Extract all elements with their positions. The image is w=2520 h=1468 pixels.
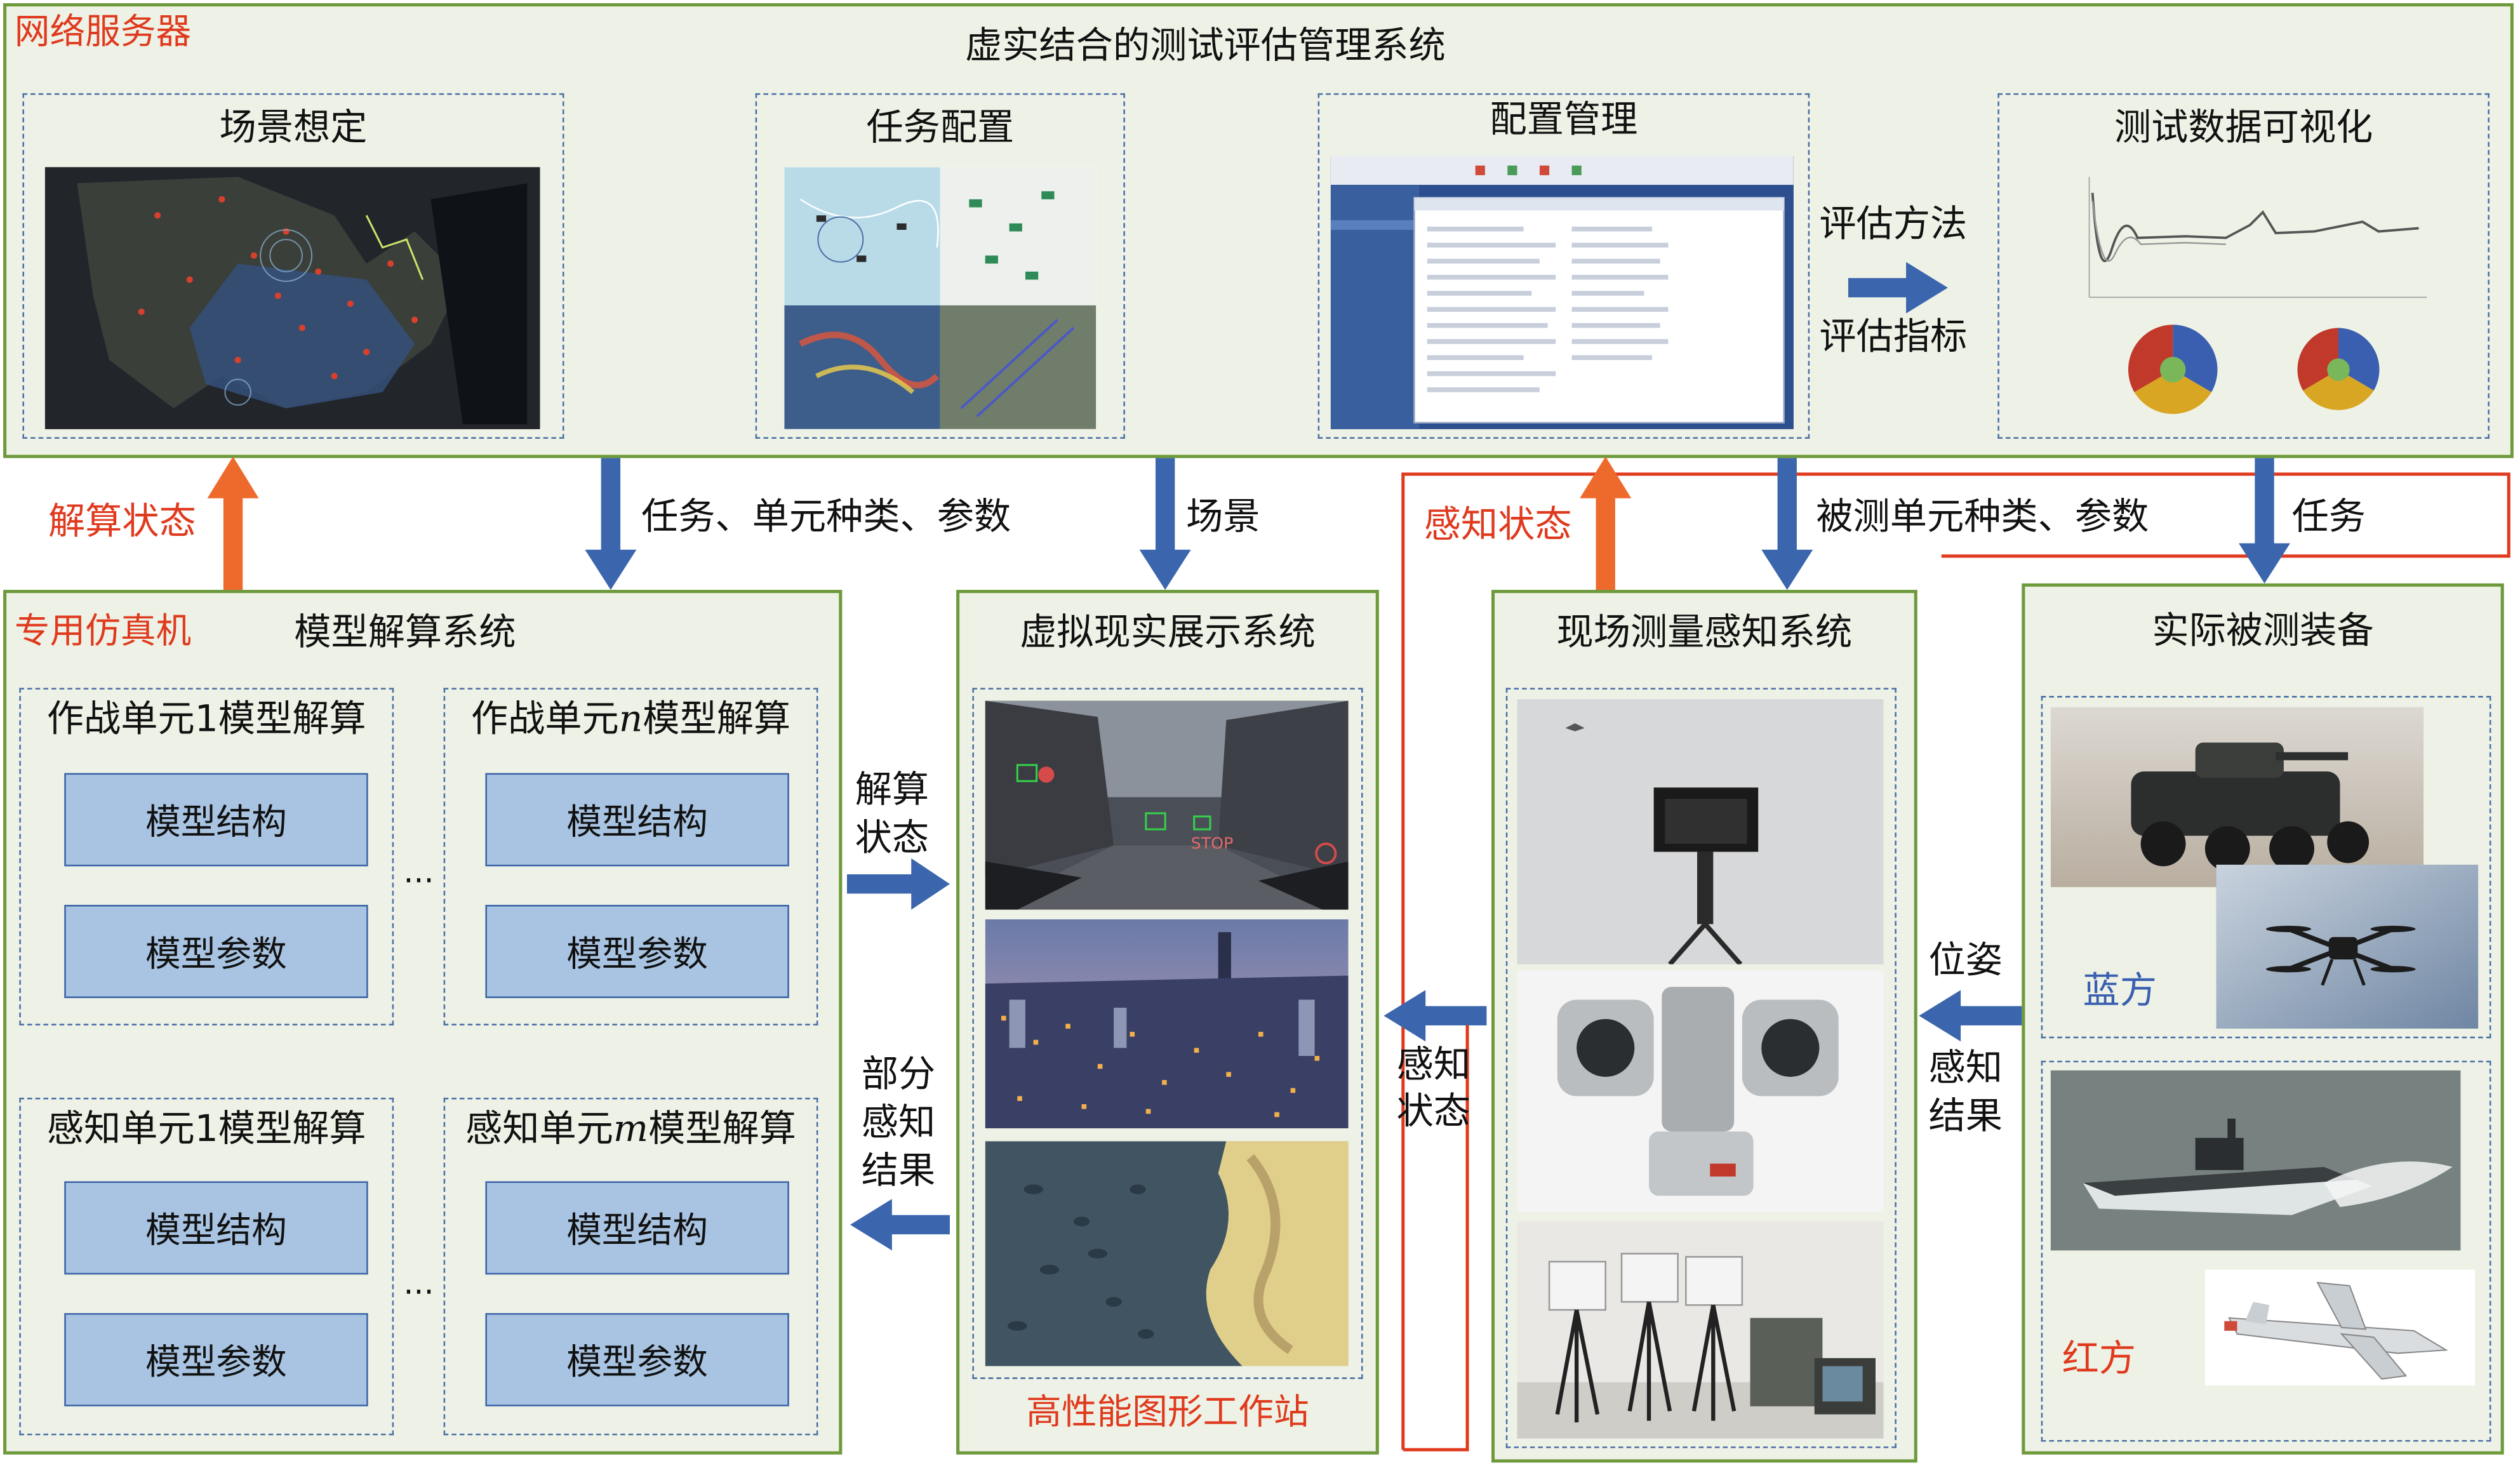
solve-arrow-label-2: 状态: [855, 818, 930, 860]
perception-arrow-label-1: 感知: [1396, 1044, 1471, 1087]
scene-down-arrow: [1139, 458, 1191, 590]
perception-up-arrow: [1580, 456, 1632, 590]
tested-params-label: 被测单元种类、参数: [1816, 497, 2149, 538]
sense-unit-m-params: 模型参数: [485, 1313, 789, 1406]
solve-state-label: 解算状态: [48, 501, 196, 544]
perception-arrow-label-2: 状态: [1396, 1091, 1471, 1133]
sense-unit-m-title: 感知单元m模型解算: [444, 1109, 818, 1152]
network-server-label: 网络服务器: [14, 13, 192, 53]
task-arrow-label: 任务: [2291, 497, 2366, 538]
combat-unit-1-params: 模型参数: [64, 905, 368, 998]
test-vis-image: [2073, 161, 2443, 426]
main-title: 虚实结合的测试评估管理系统: [965, 25, 1446, 68]
combat-unit-n-box: [443, 688, 818, 1025]
sense-result-label-2: 结果: [1928, 1096, 2003, 1138]
unmanned-boat-image: [2050, 1070, 2461, 1251]
task-config-panel: [755, 93, 1125, 439]
combat-ellipsis: ...: [403, 851, 434, 891]
scene-map-image: [44, 167, 540, 429]
vr-city-image: [985, 919, 1349, 1128]
scene-title: 场景想定: [219, 107, 368, 150]
combat-unit-n-structure: 模型结构: [485, 773, 789, 867]
combat-unit-n-var: n: [618, 699, 643, 741]
config-mgmt-panel: [1317, 93, 1810, 439]
vr-images-frame: [972, 688, 1363, 1379]
uav-missile-image: [2204, 1269, 2476, 1385]
pose-label: 位姿: [1928, 940, 2003, 982]
partial-label-3: 结果: [861, 1151, 936, 1193]
task-config-image: [784, 167, 1097, 429]
vr-street-image: STOP: [985, 700, 1349, 910]
config-software-screenshot: [1330, 156, 1794, 429]
perception-left-arrow: [1383, 990, 1487, 1042]
combat-unit-n-prefix: 作战单元: [470, 699, 619, 741]
solve-to-vr-arrow: [846, 858, 950, 910]
eval-index-label: 评估指标: [1819, 316, 1968, 359]
sense-unit-1-params: 模型参数: [64, 1313, 368, 1406]
sense-unit-m-suffix: 模型解算: [648, 1109, 796, 1151]
combat-unit-1-box: [19, 688, 394, 1025]
partial-label-1: 部分: [861, 1054, 936, 1097]
red-perception-loop: [1401, 472, 2510, 1450]
drone-image: [2216, 864, 2479, 1029]
workstation-label: 高性能图形工作站: [1026, 1393, 1309, 1434]
red-side-label: 红方: [2062, 1338, 2137, 1381]
sense-unit-1-box: [19, 1097, 394, 1436]
perception-state-label: 感知状态: [1423, 504, 1572, 547]
vr-display-title: 虚拟现实展示系统: [1020, 612, 1316, 655]
sense-unit-m-box: [443, 1097, 818, 1436]
eval-method-label: 评估方法: [1819, 204, 1968, 246]
field-measure-title: 现场测量感知系统: [1556, 612, 1853, 655]
sense-unit-m-prefix: 感知单元: [465, 1109, 613, 1151]
test-vis-title: 测试数据可视化: [2114, 107, 2373, 150]
task-params-label: 任务、单元种类、参数: [641, 497, 1011, 538]
scene-panel: [22, 93, 564, 439]
red-side-frame: [2041, 1060, 2491, 1442]
partial-label-2: 感知: [861, 1102, 936, 1145]
radar-device-image: [1517, 699, 1884, 964]
sense-unit-1-structure: 模型结构: [64, 1181, 368, 1275]
combat-unit-n-title: 作战单元n模型解算: [444, 699, 818, 742]
combat-unit-1-title: 作战单元1模型解算: [46, 699, 366, 741]
task-config-title: 任务配置: [866, 107, 1015, 150]
model-solve-panel: [3, 589, 843, 1455]
partial-result-left-arrow: [850, 1199, 950, 1251]
sense-unit-m-structure: 模型结构: [485, 1181, 789, 1275]
blue-side-frame: [2041, 696, 2491, 1039]
ptz-camera-image: [1517, 970, 1884, 1212]
robot-vehicle-image: [2050, 707, 2424, 888]
sense-result-label-1: 感知: [1928, 1048, 2003, 1090]
vr-street-stop-text: STOP: [1191, 834, 1234, 853]
field-images-frame: [1505, 688, 1897, 1448]
sense-unit-1-title: 感知单元1模型解算: [46, 1109, 366, 1151]
solve-arrow-label-1: 解算: [855, 770, 930, 812]
special-sim-label: 专用仿真机: [14, 612, 192, 653]
sensor-tripods-image: [1517, 1221, 1884, 1439]
pose-left-arrow: [1919, 990, 2022, 1042]
vr-terrain-image: [985, 1141, 1349, 1366]
combat-unit-1-structure: 模型结构: [64, 773, 368, 867]
task-params-down-arrow: [585, 458, 637, 590]
task-down-arrow: [2239, 458, 2291, 584]
solve-state-up-arrow: [207, 456, 259, 590]
combat-unit-n-params: 模型参数: [485, 905, 789, 998]
eval-arrow-right: [1848, 262, 1948, 314]
config-mgmt-title: 配置管理: [1490, 99, 1638, 142]
actual-equipment-title: 实际被测装备: [2152, 610, 2374, 653]
blue-side-label: 蓝方: [2083, 970, 2157, 1013]
model-solve-title: 模型解算系统: [294, 612, 516, 655]
combat-unit-n-suffix: 模型解算: [643, 699, 791, 741]
test-vis-panel: [1997, 93, 2490, 439]
red-perception-inner: [1403, 1015, 1469, 1451]
tested-params-down-arrow: [1761, 458, 1813, 590]
scene-arrow-label: 场景: [1186, 497, 1260, 538]
sense-ellipsis: ...: [403, 1263, 434, 1302]
sense-unit-m-var: m: [613, 1109, 649, 1151]
